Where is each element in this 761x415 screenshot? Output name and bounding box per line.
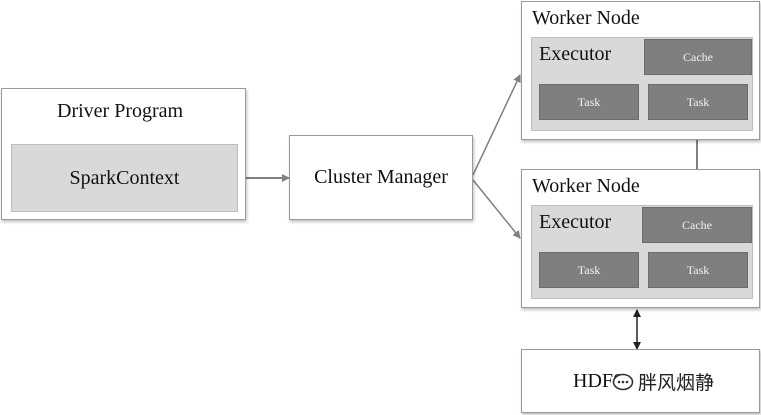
task-1b: Task	[648, 84, 748, 120]
cluster-manager-box: Cluster Manager	[289, 135, 473, 220]
executor-1-label: Executor	[539, 43, 612, 65]
executor-2-box: Executor Cache Task Task	[531, 205, 753, 299]
spark-context-box: SparkContext	[11, 144, 238, 212]
edge-cluster-worker2	[472, 179, 521, 239]
cache-2: Cache	[642, 207, 752, 243]
cluster-manager-label: Cluster Manager	[314, 166, 448, 188]
watermark-text: 胖风烟静	[638, 372, 715, 394]
task-2b: Task	[648, 252, 748, 288]
worker-node-1-title: Worker Node	[532, 7, 640, 29]
edge-cluster-worker1	[472, 74, 521, 176]
cache-1: Cache	[644, 39, 752, 75]
watermark: 胖风烟静	[612, 368, 714, 395]
spark-context-label: SparkContext	[69, 166, 180, 189]
task-2a: Task	[539, 252, 639, 288]
task-1a: Task	[539, 84, 639, 120]
chat-bubble-icon	[612, 373, 634, 390]
driver-program-title: Driver Program	[57, 100, 184, 122]
hdfs-label: HDFS	[573, 370, 625, 392]
worker-node-2-title: Worker Node	[532, 175, 640, 197]
executor-2-label: Executor	[539, 211, 612, 233]
worker-node-2: Worker Node Executor Cache Task Task	[521, 169, 760, 308]
executor-1-box: Executor Cache Task Task	[531, 37, 753, 131]
worker-node-1: Worker Node Executor Cache Task Task	[521, 1, 760, 140]
hdfs-box: HDFS	[521, 349, 760, 413]
driver-program-box: Driver Program SparkContext	[1, 88, 246, 220]
